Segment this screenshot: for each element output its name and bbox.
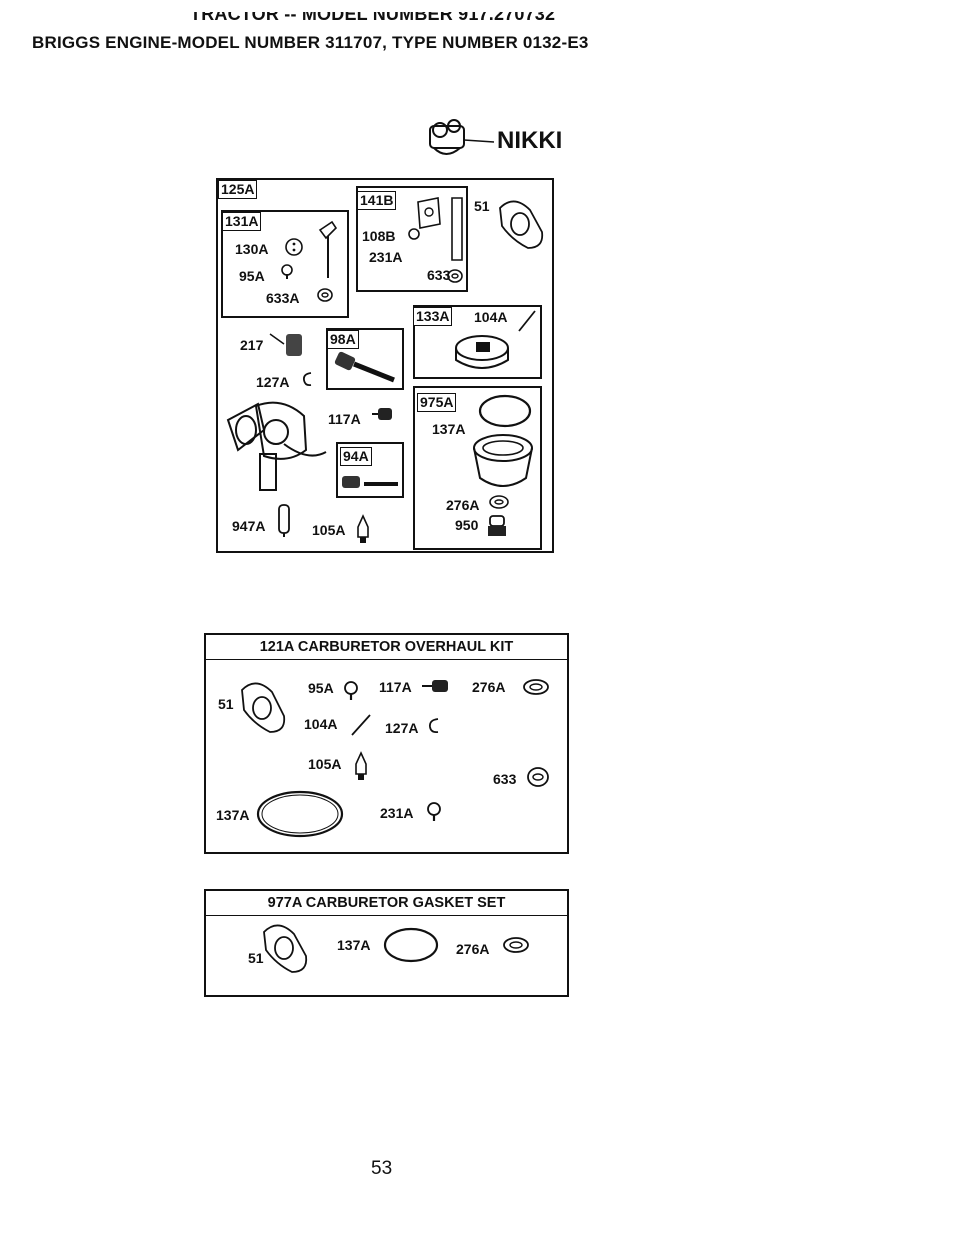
part-label-127A: 127A [256,374,290,390]
washer-icon [523,679,549,695]
part-label-276A: 276A [446,497,480,513]
part-label-950: 950 [455,517,479,533]
kit-part-label-231A: 231A [380,805,414,821]
plug-icon [422,680,448,692]
group-label-141B: 141B [357,191,397,210]
spring-icon [269,333,302,356]
float-bowl-icon [473,434,533,487]
gasket-part-label-276A: 276A [456,941,490,957]
gasket-part-label-137A: 137A [337,937,371,953]
kit-part-label-104A: 104A [304,716,338,732]
group-label-975A: 975A [417,393,457,412]
kit-part-label-51: 51 [218,696,234,712]
part-label-633: 633 [427,267,451,283]
clip-icon [302,372,312,387]
jet-icon [355,751,367,780]
kit-part-label-117A: 117A [379,679,412,695]
washer-icon [527,767,549,787]
part-label-51: 51 [474,198,490,214]
overhaul-kit-panel: 121A CARBURETOR OVERHAUL KIT [204,633,569,854]
flange-gasket-icon [263,924,308,973]
part-label-633A: 633A [266,290,300,306]
needle-valve-icon [318,220,338,278]
part-label-137A: 137A [432,421,466,437]
kit-part-label-137A: 137A [216,807,250,823]
pin-icon [351,714,371,736]
kit-part-label-105A: 105A [308,756,342,772]
o-ring-icon [383,927,439,963]
group-box-975A [413,386,542,550]
part-label-117A: 117A [328,411,361,427]
circle-part-icon [285,238,303,256]
group-label-98A: 98A [327,330,359,349]
part-label-130A: 130A [235,241,269,257]
plug-icon [372,408,392,420]
carburetor-assembly-diagram [216,178,554,553]
gasket-set-title: 977A CARBURETOR GASKET SET [206,891,567,916]
part-label-231A: 231A [369,249,403,265]
kit-part-label-633: 633 [493,771,517,787]
jet-icon [357,514,369,543]
group-label-131A: 131A [222,212,262,231]
mixture-screw-icon [334,351,395,383]
flange-gasket-icon [499,200,544,249]
kit-part-label-127A: 127A [385,720,419,736]
page-number: 53 [371,1158,393,1179]
screw-icon [427,802,441,821]
pin-icon [518,310,536,332]
bowl-nut-icon [488,515,506,536]
part-label-217: 217 [240,337,264,353]
washer-icon [447,269,463,283]
carburetor-body-icon [226,401,327,491]
part-label-104A: 104A [474,309,508,325]
o-ring-icon [256,790,344,838]
part-label-95A: 95A [239,268,265,284]
kit-part-label-95A: 95A [308,680,334,696]
gasket-plate-icon [408,197,463,261]
washer-icon [489,495,509,509]
group-box-133A [413,305,542,379]
group-box-98A [326,328,404,390]
flange-gasket-icon [241,682,286,733]
idle-screw-icon [342,476,398,488]
nozzle-icon [278,504,290,537]
o-ring-icon [478,394,532,428]
gasket-set-panel: 977A CARBURETOR GASKET SET [204,889,569,997]
gasket-part-label-51: 51 [248,950,264,966]
group-label-94A: 94A [340,447,372,466]
clip-icon [429,718,439,734]
group-box-131A [221,210,349,318]
group-box-141B [356,186,468,292]
group-label-125A: 125A [218,180,258,199]
screw-icon [344,681,358,700]
screw-icon [281,264,293,279]
kit-part-label-276A: 276A [472,679,506,695]
carburetor-icon [429,119,495,155]
group-box-94A [336,442,404,498]
header-line-2: BRIGGS ENGINE-MODEL NUMBER 311707, TYPE … [32,33,589,52]
washer-icon [317,288,333,302]
overhaul-kit-title: 121A CARBURETOR OVERHAUL KIT [206,635,567,660]
part-label-105A: 105A [312,522,346,538]
header-line-1: TRACTOR -- MODEL NUMBER 917.270732 [190,4,556,24]
part-label-947A: 947A [232,518,266,534]
group-label-133A: 133A [413,307,453,326]
part-label-108B: 108B [362,228,396,244]
washer-icon [503,937,529,953]
brand-name: NIKKI [497,127,563,154]
float-icon [455,335,509,369]
